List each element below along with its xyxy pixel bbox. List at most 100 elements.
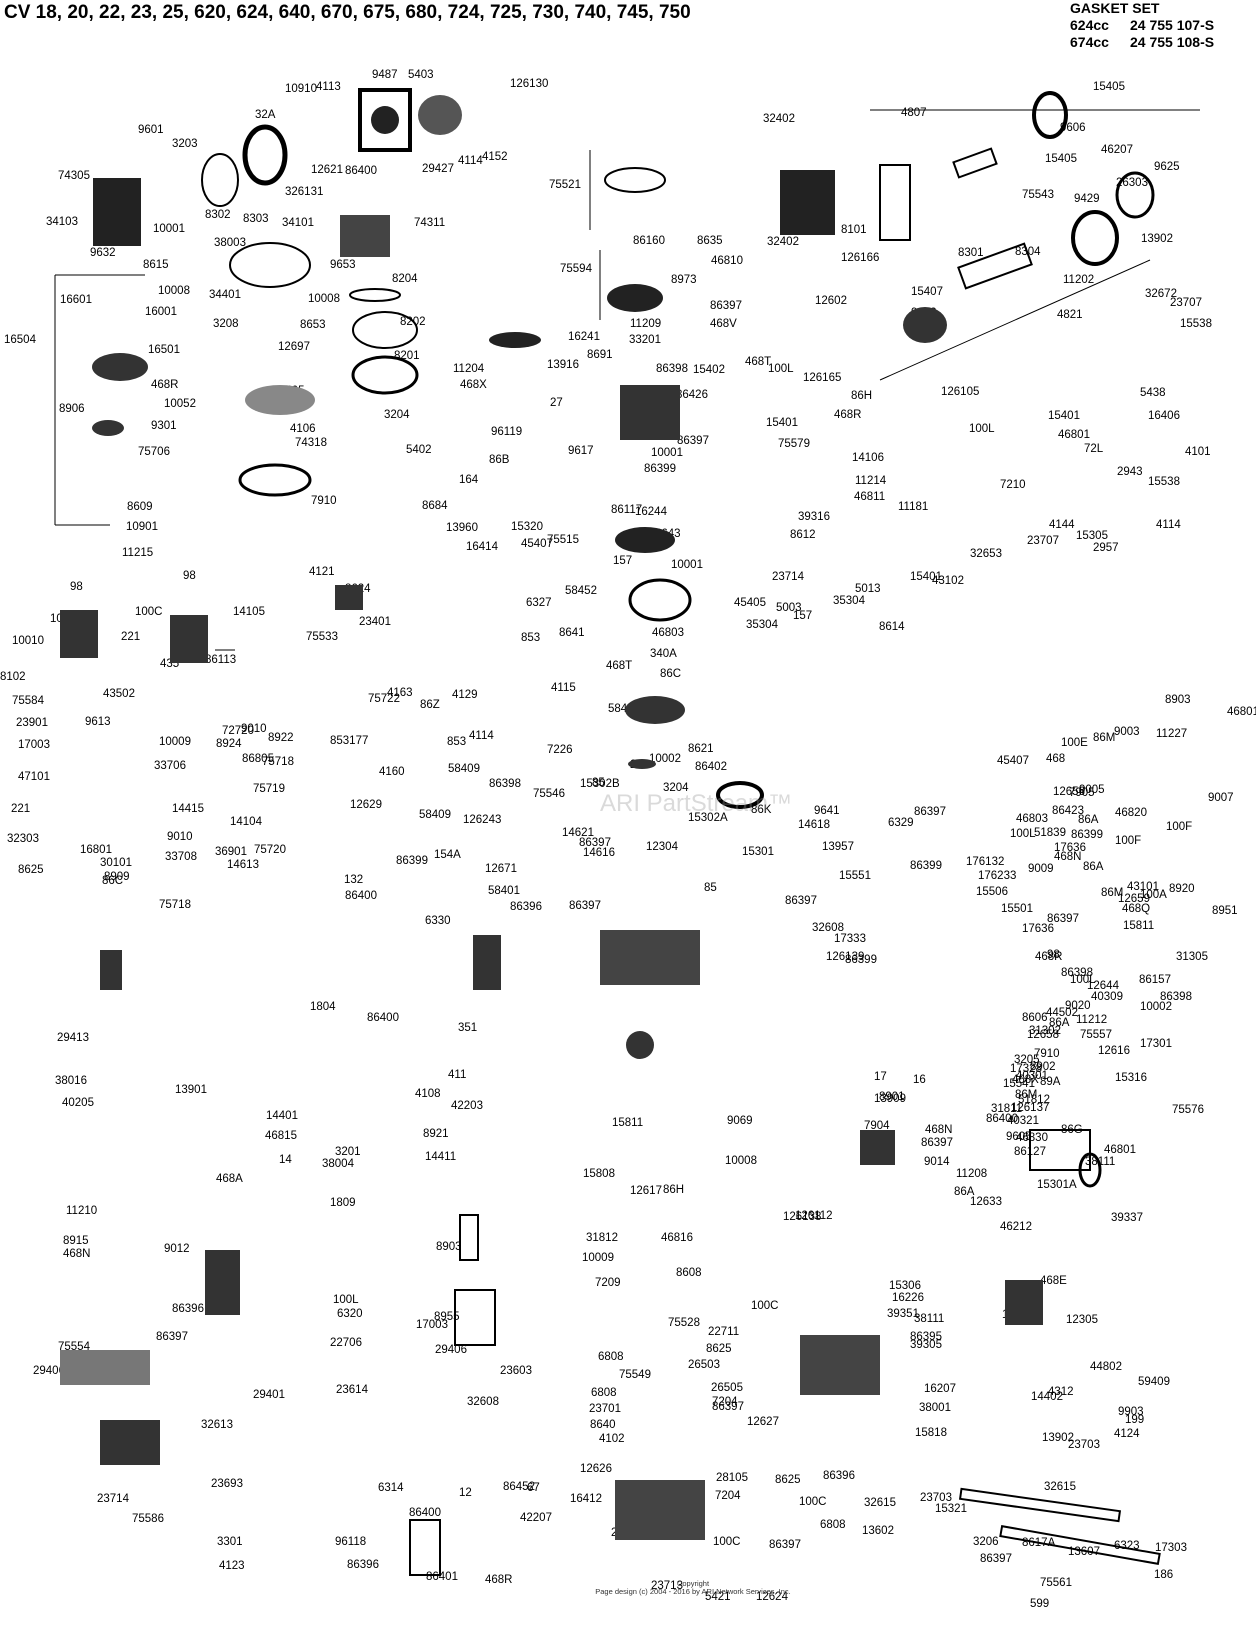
- part-callout-label: 154A: [434, 849, 461, 861]
- part-callout-label: 23703: [1068, 1439, 1100, 1451]
- part-callout-label: 86805: [242, 753, 274, 765]
- part-callout-label: 46207: [1101, 144, 1133, 156]
- page-title: CV 18, 20, 22, 23, 25, 620, 624, 640, 67…: [4, 2, 691, 23]
- part-callout-label: 11212: [1076, 1014, 1107, 1026]
- part-callout-label: 36901: [215, 846, 247, 858]
- part-callout-label: 8906: [59, 403, 85, 415]
- part-callout-label: 45407: [521, 538, 553, 550]
- part-callout-label: 14401: [266, 1110, 298, 1122]
- part-callout-label: 13916: [547, 359, 579, 371]
- part-callout-label: 38001: [919, 1402, 951, 1414]
- part-callout-label: 9641: [814, 805, 840, 817]
- component-silhouette: [170, 615, 208, 663]
- part-callout-label: 46810: [711, 255, 743, 267]
- part-callout-label: 326131: [285, 186, 323, 198]
- part-callout-label: 15538: [1180, 318, 1212, 330]
- part-callout-label: 15401: [910, 571, 942, 583]
- part-callout-label: 17636: [1054, 842, 1086, 854]
- component-silhouette: [860, 1130, 895, 1165]
- part-callout-label: 32615: [1044, 1481, 1076, 1493]
- part-callout-label: 86397: [980, 1553, 1012, 1565]
- part-callout-label: 15506: [976, 886, 1008, 898]
- part-callout-label: 164: [459, 474, 479, 486]
- part-callout-label: 35304: [833, 595, 866, 607]
- part-callout-label: 15306: [889, 1280, 921, 1292]
- part-callout-label: 75515: [547, 534, 579, 546]
- part-callout-label: 17333: [834, 933, 866, 945]
- part-callout-label: 4160: [379, 766, 405, 778]
- part-callout-label: 186: [1154, 1569, 1173, 1581]
- component-silhouette: [335, 585, 363, 610]
- part-callout-label: 75549: [619, 1369, 651, 1381]
- part-callout-label: 4108: [415, 1088, 441, 1100]
- part-callout-label: 86397: [569, 900, 601, 912]
- part-callout-label: 32613: [201, 1419, 233, 1431]
- part-callout-label: 16601: [60, 294, 92, 306]
- part-callout-label: 4163: [387, 687, 413, 699]
- gasket-set-label: GASKET SET: [1070, 0, 1160, 16]
- part-callout-label: 11181: [898, 501, 928, 513]
- part-callout-label: 15401: [766, 417, 798, 429]
- part-callout-label: 4312: [1048, 1386, 1074, 1398]
- part-callout-label: 75586: [132, 1513, 164, 1525]
- part-callout-label: 23703: [920, 1492, 952, 1504]
- bracket-line: [879, 259, 1151, 381]
- part-callout-label: 3201: [335, 1146, 361, 1158]
- part-callout-label: 100L: [1010, 828, 1036, 840]
- part-callout-label: 12658: [1027, 1029, 1059, 1041]
- part-callout-label: 4821: [1057, 309, 1083, 321]
- component-silhouette: [1115, 171, 1155, 219]
- part-callout-label: 3206: [973, 1536, 999, 1548]
- part-callout-label: 32672: [1145, 288, 1177, 300]
- part-callout-label: 468X: [1012, 1074, 1039, 1086]
- part-callout-label: 40309: [1091, 991, 1123, 1003]
- part-callout-label: 8101: [841, 224, 867, 236]
- component-silhouette: [371, 106, 399, 134]
- part-callout-label: 8691: [587, 349, 613, 361]
- part-callout-label: 15538: [1148, 476, 1180, 488]
- part-callout-label: 86396: [172, 1303, 204, 1315]
- part-callout-label: 14105: [233, 606, 265, 618]
- component-silhouette: [473, 935, 501, 990]
- component-silhouette: [60, 610, 98, 658]
- part-callout-label: 86396: [347, 1559, 379, 1571]
- part-callout-label: 58409: [419, 809, 451, 821]
- part-callout-label: 15402: [693, 364, 725, 376]
- part-callout-label: 12626: [580, 1463, 612, 1475]
- part-callout-label: 9014: [924, 1156, 950, 1168]
- part-callout-label: 100C: [751, 1300, 779, 1312]
- part-callout-label: 4106: [290, 423, 316, 435]
- part-callout-label: 14402: [1031, 1391, 1063, 1403]
- part-callout-label: 43101: [1127, 881, 1159, 893]
- part-callout-label: 14411: [425, 1151, 456, 1163]
- part-callout-label: 126243: [463, 814, 501, 826]
- part-callout-label: 6808: [598, 1351, 624, 1363]
- part-callout-label: 8301: [958, 247, 984, 259]
- part-callout-label: 16: [913, 1074, 926, 1086]
- part-callout-label: 89A: [1040, 1076, 1061, 1088]
- part-callout-label: 75594: [560, 263, 593, 275]
- part-callout-label: 13902: [1141, 233, 1173, 245]
- part-callout-label: 12: [459, 1487, 472, 1499]
- part-callout-label: 8625: [18, 864, 44, 876]
- part-callout-label: 9632: [90, 247, 116, 259]
- part-callout-label: 8614: [879, 621, 905, 633]
- part-callout-label: 4152: [482, 151, 508, 163]
- part-callout-label: 8909: [104, 871, 130, 883]
- part-callout-label: 12304: [646, 841, 679, 853]
- part-callout-label: 12659: [1118, 893, 1150, 905]
- part-callout-label: 468X: [460, 379, 487, 391]
- part-callout-label: 32608: [467, 1396, 499, 1408]
- part-callout-label: 9487: [372, 69, 398, 81]
- component-silhouette: [459, 1214, 479, 1261]
- part-callout-label: 13901: [175, 1084, 207, 1096]
- part-callout-label: 46830: [1016, 1132, 1048, 1144]
- part-callout-label: 126139: [826, 951, 864, 963]
- part-callout-label: 7910: [311, 495, 337, 507]
- part-callout-label: 17636: [1022, 923, 1054, 935]
- component-silhouette: [205, 1250, 240, 1315]
- part-callout-label: 8901: [879, 1091, 905, 1103]
- part-callout-label: 46801: [1227, 706, 1256, 718]
- part-callout-label: 75719: [253, 783, 285, 795]
